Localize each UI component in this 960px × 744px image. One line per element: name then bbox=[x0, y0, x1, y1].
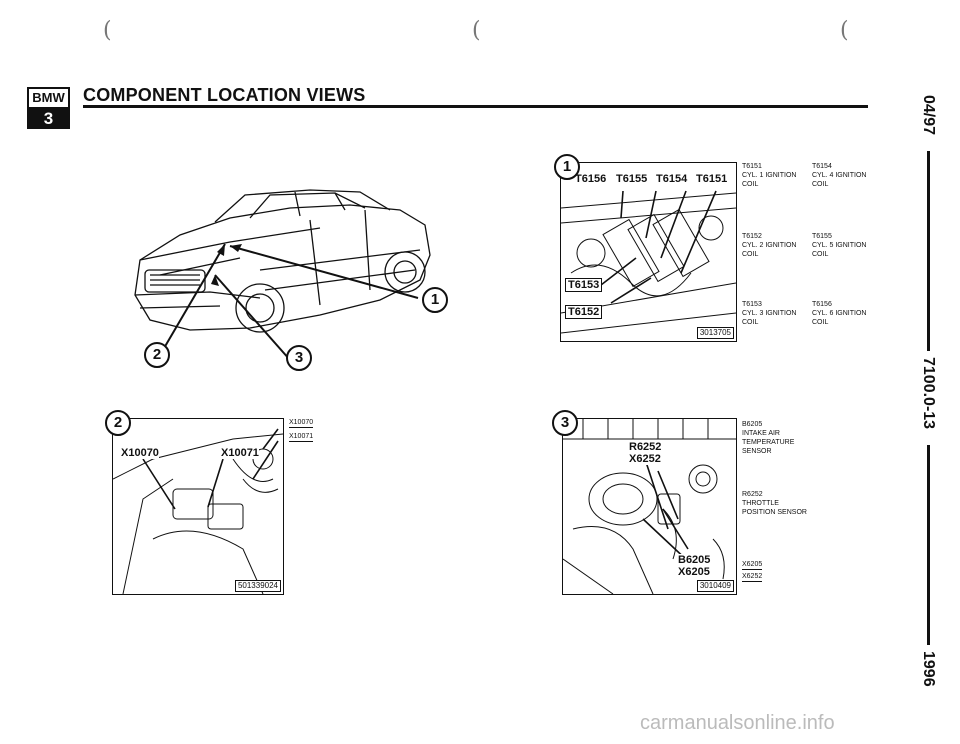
legend-desc: CYL. 3 IGNITION bbox=[742, 310, 797, 317]
figure-ref: 3010409 bbox=[696, 580, 734, 592]
side-year: 1996 bbox=[920, 651, 937, 687]
legend-item: T6154 CYL. 4 IGNITION COIL bbox=[812, 162, 892, 189]
coil-label: T6152 bbox=[565, 305, 603, 319]
figure-ref: 3013705 bbox=[696, 327, 734, 339]
panel-throttle-sensors: R6252 X6252 B6205 X6205 3010409 bbox=[562, 418, 737, 595]
title-rule bbox=[83, 105, 868, 108]
legend-desc: INTAKE AIR bbox=[742, 430, 780, 437]
legend-item: B6205 INTAKE AIR TEMPERATURE SENSOR bbox=[742, 420, 852, 456]
page-title: COMPONENT LOCATION VIEWS bbox=[83, 85, 366, 105]
ignition-coil-drawing bbox=[561, 190, 736, 334]
side-margin: 04/97 7100.0-13 1996 bbox=[920, 95, 937, 705]
logo-bottom-text: 3 bbox=[29, 109, 68, 129]
legend-desc: COIL bbox=[812, 319, 829, 326]
callout-1-marker: 1 bbox=[422, 287, 448, 313]
connector-drawing bbox=[113, 428, 283, 594]
legend-item: T6153 CYL. 3 IGNITION COIL bbox=[742, 300, 812, 327]
side-rule bbox=[927, 151, 930, 351]
legend-code: T6154 bbox=[812, 163, 832, 170]
legend-desc: TEMPERATURE bbox=[742, 439, 795, 446]
callout-2-panel-marker: 2 bbox=[105, 410, 131, 436]
legend-code: R6252 bbox=[742, 491, 763, 498]
connector-code: X6252 bbox=[742, 573, 763, 582]
legend-code: T6152 bbox=[742, 233, 762, 240]
legend-desc: COIL bbox=[812, 181, 829, 188]
connector-label: X10071 bbox=[221, 447, 259, 459]
callout-3-panel-marker: 3 bbox=[552, 410, 578, 436]
legend-code: T6153 bbox=[742, 301, 762, 308]
coil-label: T6153 bbox=[565, 278, 603, 292]
legend-desc: COIL bbox=[742, 181, 759, 188]
legend-item: R6252 THROTTLE POSITION SENSOR bbox=[742, 490, 852, 517]
side-connector-label: X10070 bbox=[289, 419, 314, 428]
scan-mark: ( bbox=[840, 18, 849, 43]
car-overview-drawing bbox=[134, 189, 431, 361]
legend-item: T6152 CYL. 2 IGNITION COIL bbox=[742, 232, 812, 259]
scan-mark: ( bbox=[472, 18, 481, 43]
legend-desc: COIL bbox=[812, 251, 829, 258]
legend-code: T6156 bbox=[812, 301, 832, 308]
callout-3-marker: 3 bbox=[286, 345, 312, 371]
callout-2-marker: 2 bbox=[144, 342, 170, 368]
panel-ignition-coils: T6156 T6155 T6154 T6151 T6153 T6152 3013… bbox=[560, 162, 737, 342]
legend-item: T6156 CYL. 6 IGNITION COIL bbox=[812, 300, 892, 327]
legend-desc: CYL. 2 IGNITION bbox=[742, 242, 797, 249]
legend-desc: CYL. 5 IGNITION bbox=[812, 242, 867, 249]
throttle-drawing bbox=[563, 419, 736, 594]
legend-code: T6155 bbox=[812, 233, 832, 240]
footer-watermark: carmanualsonline.info bbox=[640, 712, 835, 734]
side-date: 04/97 bbox=[920, 95, 937, 136]
sensor-label: R6252 bbox=[629, 441, 662, 453]
coil-label: T6151 bbox=[696, 173, 728, 185]
legend-desc: COIL bbox=[742, 251, 759, 258]
bmw-3-logo: BMW 3 bbox=[27, 87, 70, 129]
legend-desc: CYL. 4 IGNITION bbox=[812, 172, 867, 179]
legend-desc: POSITION SENSOR bbox=[742, 509, 807, 516]
legend-item: T6155 CYL. 5 IGNITION COIL bbox=[812, 232, 892, 259]
legend-desc: COIL bbox=[742, 319, 759, 326]
connector-label: X10070 bbox=[121, 447, 159, 459]
legend-desc: SENSOR bbox=[742, 448, 772, 455]
logo-top-text: BMW bbox=[29, 89, 68, 109]
sensor-label: X6252 bbox=[629, 453, 661, 465]
scan-mark: ( bbox=[103, 18, 112, 43]
legend-code: T6151 bbox=[742, 163, 762, 170]
figure-ref: 501339024 bbox=[234, 580, 281, 592]
side-connector-label: X10071 bbox=[289, 433, 314, 442]
sensor-label: X6205 bbox=[678, 566, 710, 578]
legend-desc: CYL. 1 IGNITION bbox=[742, 172, 797, 179]
side-rule bbox=[927, 445, 930, 645]
legend-code: B6205 bbox=[742, 421, 763, 428]
connector-code: X6205 bbox=[742, 561, 763, 570]
legend-desc: CYL. 6 IGNITION bbox=[812, 310, 867, 317]
callout-1-panel-marker: 1 bbox=[554, 154, 580, 180]
coil-label: T6156 bbox=[575, 173, 607, 185]
legend-desc: THROTTLE bbox=[742, 500, 779, 507]
coil-label: T6155 bbox=[616, 173, 648, 185]
panel-connectors: X10070 X10071 501339024 bbox=[112, 418, 284, 595]
coil-label: T6154 bbox=[656, 173, 688, 185]
side-page-number: 7100.0-13 bbox=[920, 357, 937, 430]
legend-item: T6151 CYL. 1 IGNITION COIL bbox=[742, 162, 812, 189]
sensor-label: B6205 bbox=[678, 554, 711, 566]
